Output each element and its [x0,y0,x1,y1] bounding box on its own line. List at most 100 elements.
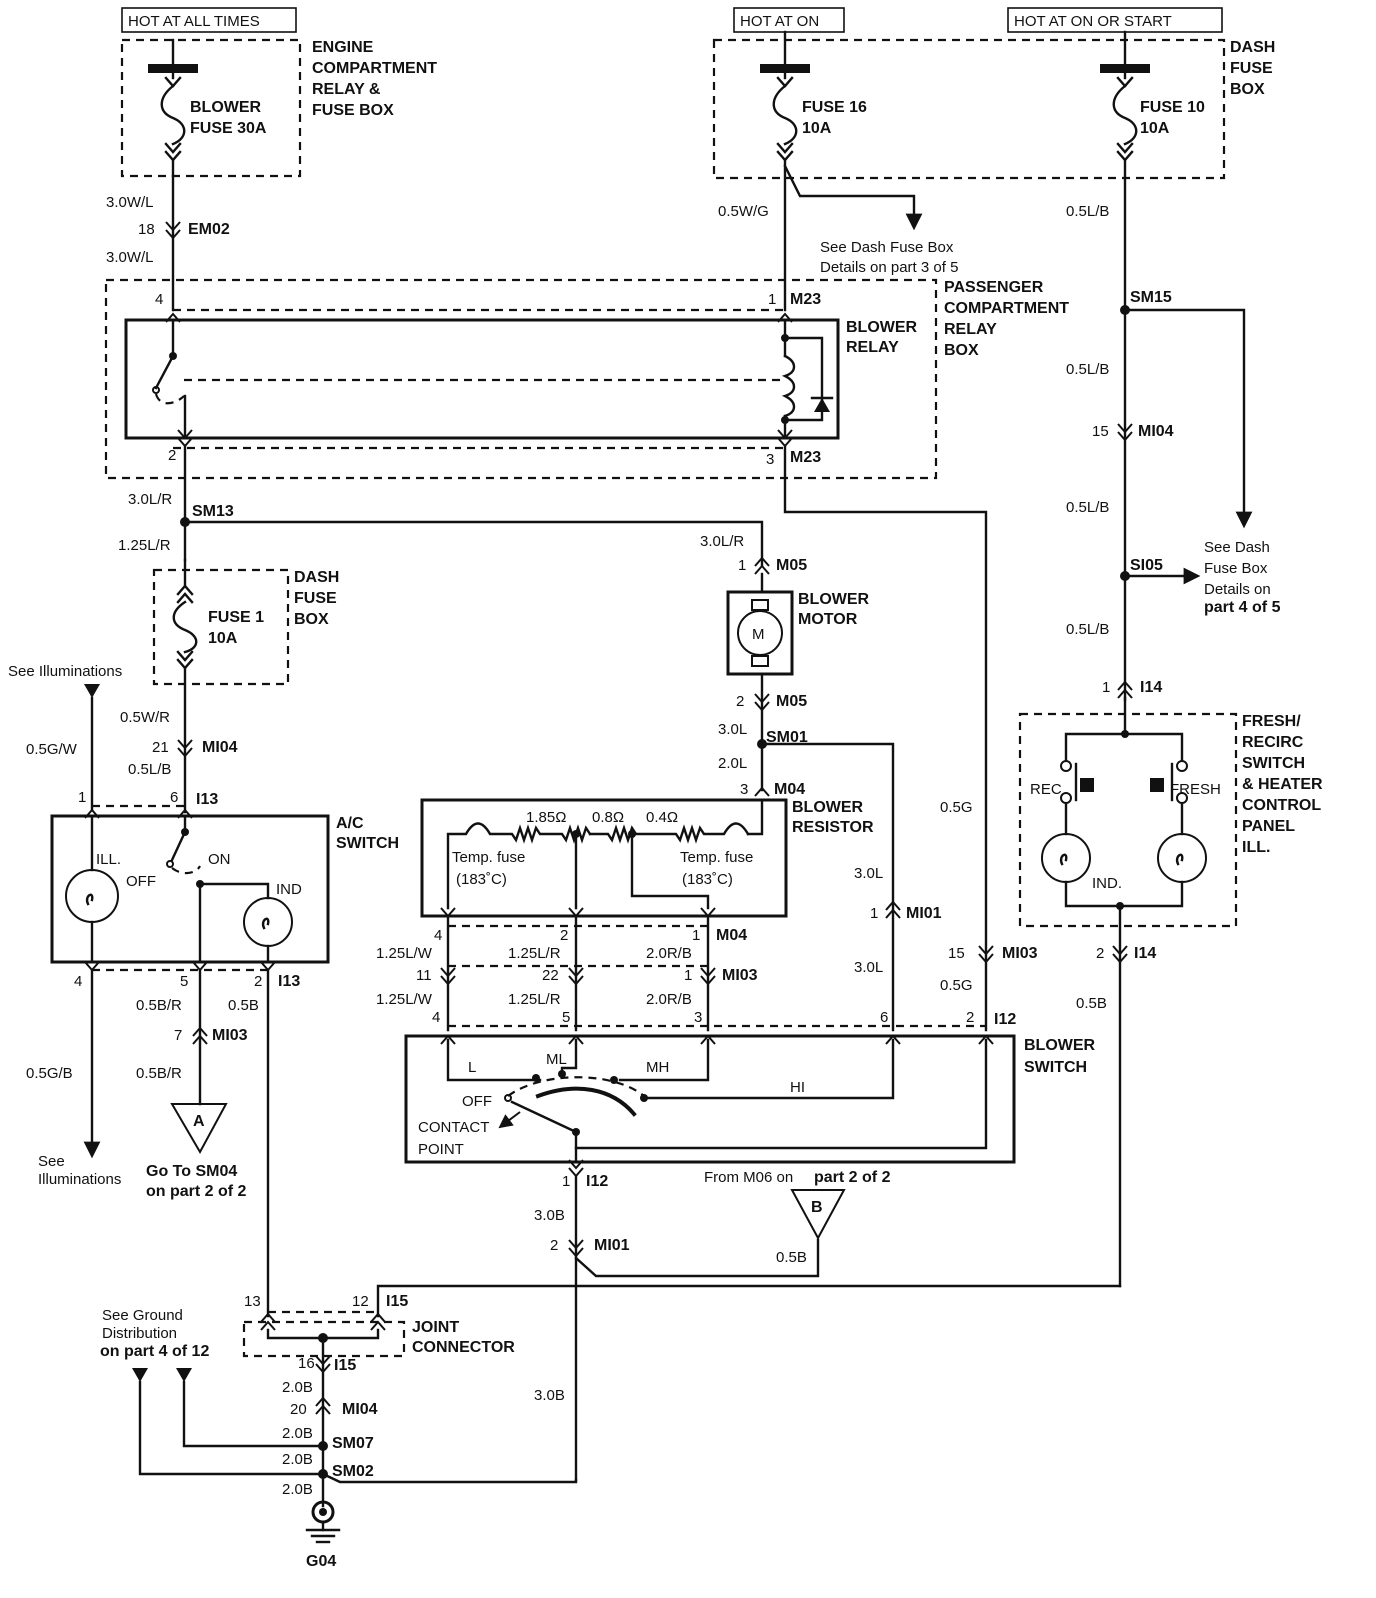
blower-resistor-label: BLOWER [792,799,864,816]
passenger-box-label-4: BOX [944,342,979,359]
fresh-recirc-label-3: SWITCH [1242,755,1305,772]
ground-distribution-note-3: on part 4 of 12 [100,1343,209,1360]
switch-pos-ml: ML [546,1051,567,1068]
fresh-recirc-label-6: PANEL [1242,818,1295,835]
connector-sm07: SM07 [332,1435,374,1452]
see-dash-fuse-note-b: See Dash [1204,539,1270,556]
blower-switch [404,1034,1016,1164]
fresh-recirc-label-2: RECIRC [1242,734,1304,751]
wire-label: 3.0W/L [106,249,154,266]
fuse-1 [172,558,198,814]
contact-point-label-2: POINT [418,1141,464,1158]
engine-box-label: ENGINE [312,39,374,56]
connector-sm02: SM02 [332,1463,374,1480]
wire-label: 2.0L [718,755,747,772]
engine-box-label-3: RELAY & [312,81,381,98]
pin-label: 2 [560,927,568,944]
blower-motor-label: BLOWER [798,591,870,608]
fuse-16 [760,30,810,162]
connector-m04: M04 [774,781,805,798]
passenger-box-label: PASSENGER [944,279,1044,296]
source-hot-at-all-times: HOT AT ALL TIMES [121,7,297,33]
see-illuminations-note-b: See [38,1153,65,1170]
pin-label: 18 [138,221,155,238]
wire-label: 0.5B [1076,995,1107,1012]
wire-label: 0.5W/G [718,203,769,220]
connector-mi04-b: MI04 [202,739,238,756]
svg-text:HOT AT ON: HOT AT ON [740,13,819,30]
see-illuminations-note: See Illuminations [8,663,122,680]
dash-box-label: DASH [1230,39,1275,56]
blower-fuse-rating: FUSE 30A [190,120,267,137]
flag-b-icon [790,1189,846,1241]
connector-mi01: MI01 [906,905,942,922]
connector-mi03-c: MI03 [722,967,758,984]
dash-box-b-label-3: BOX [294,611,329,628]
pin-label: 1 [684,967,692,984]
pin-label: 21 [152,739,169,756]
fresh-label: FRESH [1170,781,1221,798]
go-to-note-2: on part 2 of 2 [146,1183,247,1200]
wire-label: 0.5B/R [136,1065,182,1082]
blower-fuse [148,38,198,178]
wire-label: 3.0B [534,1387,565,1404]
wire-label: 0.5L/B [1066,621,1109,638]
connector-i13-b: I13 [278,973,300,990]
resistor-3-label: 0.4Ω [646,809,678,826]
temp-fuse-2-label: Temp. fuse [680,849,753,866]
resistor-1-label: 1.85Ω [526,809,566,826]
fuse-10-rating: 10A [1140,120,1170,137]
fuse-10-label: FUSE 10 [1140,99,1205,116]
blower-motor-label-2: MOTOR [798,611,858,628]
wire-label: 0.5B [776,1249,807,1266]
wire-label: 0.5B [228,997,259,1014]
motor-icon [737,610,783,656]
blower-relay-label-2: RELAY [846,339,899,356]
fresh-recirc-label-7: ILL. [1242,839,1270,856]
engine-box-label-4: FUSE BOX [312,102,394,119]
wire-label: 0.5L/B [1066,499,1109,516]
connector-mi01-b: MI01 [594,1237,630,1254]
connector-mi04: MI04 [1138,423,1174,440]
wire-label: 3.0B [534,1207,565,1224]
passenger-box-label-2: COMPARTMENT [944,300,1069,317]
fresh-recirc-label-5: CONTROL [1242,797,1321,814]
engine-box-label-2: COMPARTMENT [312,60,437,77]
dash-fuse-box-top [712,38,1226,180]
pin-label: 2 [736,693,744,710]
joint-connector-label: JOINT [412,1319,459,1336]
connector-em02: EM02 [188,221,230,238]
wire-label: 0.5L/B [128,761,171,778]
fuse-1-rating: 10A [208,630,238,647]
wire-label: 2.0B [282,1451,313,1468]
ac-ind-label: IND [276,881,302,898]
wire-label: 0.5G [940,799,973,816]
pin-label: 1 [692,927,700,944]
connector-mi04-c: MI04 [342,1401,378,1418]
connector-m05: M05 [776,557,807,574]
switch-pos-hi: HI [790,1079,805,1096]
ac-switch-label: A/C [336,815,364,832]
source-hot-at-on: HOT AT ON [733,7,845,33]
wire-label: 3.0L [718,721,747,738]
pin-label: 16 [298,1355,315,1372]
switch-pos-l: L [468,1059,476,1076]
blower-resistor [420,798,788,918]
wire-label: 2.0R/B [646,945,692,962]
flag-a-icon [170,1103,228,1155]
pin-label: 22 [542,967,559,984]
engine-compartment-box [120,38,302,178]
from-m06-note: From M06 on [704,1169,793,1186]
resistor-2-label: 0.8Ω [592,809,624,826]
blower-relay-label: BLOWER [846,319,918,336]
pin-label: 5 [180,973,188,990]
see-dash-fuse-note-b2: Fuse Box [1204,560,1268,577]
connector-sm01: SM01 [766,729,808,746]
wire-label: 3.0L/R [128,491,172,508]
dash-box-b-label-2: FUSE [294,590,337,607]
connector-i12: I12 [994,1011,1016,1028]
dash-box-label-2: FUSE [1230,60,1273,77]
passenger-relay-box [104,278,938,480]
dash-box-label-3: BOX [1230,81,1265,98]
pin-label: 4 [434,927,442,944]
